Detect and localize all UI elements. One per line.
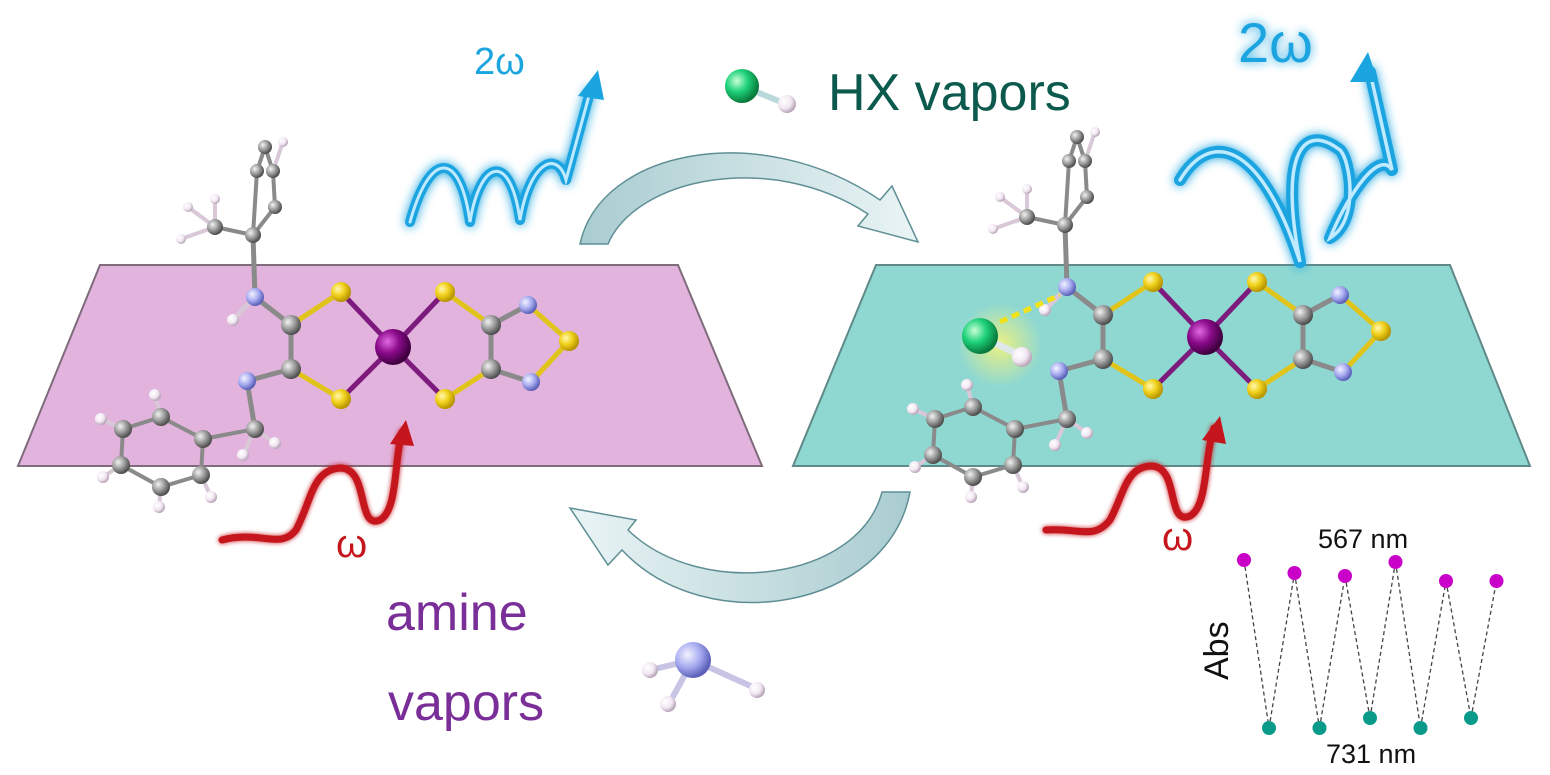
abs-connector: [1470, 580, 1498, 719]
wave-w-left: [218, 428, 406, 544]
abs-connector: [1293, 572, 1321, 729]
annotation-731: 731 nm: [1326, 739, 1416, 769]
label-hx-vapors: HX vapors: [828, 64, 1071, 122]
abs-point-567: [1489, 574, 1504, 588]
abs-point-731: [1413, 721, 1428, 735]
abs-connector: [1318, 575, 1346, 729]
wave-2w-left: [405, 87, 595, 227]
abs-point-567: [1338, 569, 1352, 583]
abs-point-731: [1363, 711, 1377, 725]
wave-2w-right-core: [1178, 70, 1394, 263]
wave-2w-right-arrowhead: [1350, 52, 1378, 82]
label-w-left: ω: [336, 522, 367, 566]
abs-connector: [1445, 580, 1472, 719]
label-2w-right: 2ω: [1238, 11, 1313, 74]
absorbance-chart: Abs 567 nm 731 nm: [1198, 524, 1504, 769]
label-2w-left: 2ω: [474, 41, 525, 83]
amine-molecule-icon: [642, 642, 765, 712]
abs-point-567: [1439, 574, 1453, 588]
abs-connector: [1419, 580, 1447, 729]
abs-connector: [1243, 559, 1270, 729]
wave-2w-left-core: [408, 90, 592, 224]
wave-w-right: [1042, 424, 1218, 536]
abs-connector: [1394, 561, 1422, 729]
label-amine: amine: [386, 584, 528, 642]
annotation-567: 567 nm: [1318, 524, 1408, 554]
wave-w-right-arrowhead: [1202, 416, 1226, 444]
wave-2w-right: [1174, 66, 1398, 268]
hx-molecule-icon: [725, 69, 796, 113]
abs-point-567: [1237, 553, 1251, 567]
abs-point-567: [1287, 566, 1302, 580]
abs-point-731: [1464, 711, 1478, 725]
abs-point-731: [1312, 721, 1327, 735]
abs-point-567: [1388, 555, 1403, 569]
abs-axis-label: Abs: [1198, 621, 1236, 680]
cycle-arrow-top: [579, 152, 920, 245]
bound-hcl: [958, 292, 1062, 387]
film-right: [791, 264, 1532, 467]
abs-connector: [1268, 572, 1296, 729]
cycle-arrow-bottom: [568, 491, 911, 604]
abs-connector: [1344, 575, 1371, 719]
wave-w-left-arrowhead: [390, 420, 414, 446]
abs-point-731: [1262, 721, 1276, 735]
film-left: [16, 264, 764, 467]
wave-2w-left-arrowhead: [578, 70, 604, 100]
label-vapors: vapors: [388, 674, 544, 732]
label-w-right: ω: [1162, 515, 1193, 559]
abs-connector: [1369, 561, 1397, 719]
